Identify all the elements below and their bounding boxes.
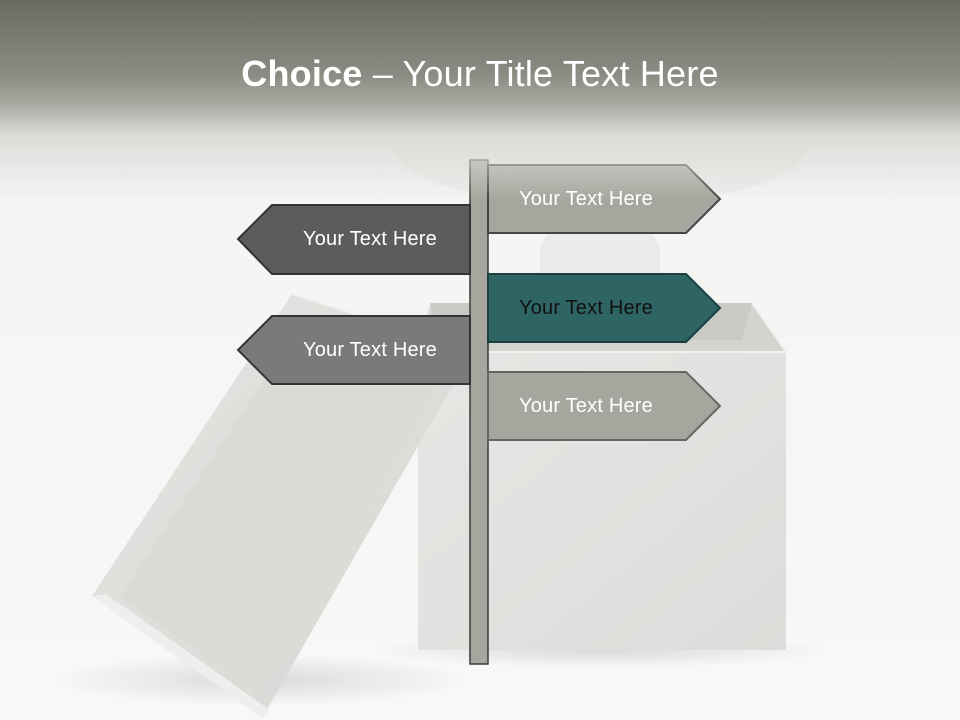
sign-2-label[interactable]: Your Text Here: [519, 297, 653, 319]
sign-1-label[interactable]: Your Text Here: [303, 228, 437, 250]
title-bold: Choice: [241, 53, 363, 94]
sign-3-label[interactable]: Your Text Here: [303, 339, 437, 361]
sign-4-arrow[interactable]: [487, 371, 722, 441]
sign-1-arrow[interactable]: [236, 204, 471, 275]
sign-3-arrow[interactable]: [236, 315, 471, 385]
lid-inner: [120, 318, 450, 692]
slide-title[interactable]: Choice – Your Title Text Here: [0, 50, 960, 98]
sign-4-label[interactable]: Your Text Here: [519, 395, 653, 417]
title-bar: [0, 0, 960, 200]
sign-0-label[interactable]: Your Text Here: [519, 188, 653, 210]
title-rest: – Your Title Text Here: [362, 53, 719, 94]
signpost-pole: [469, 159, 489, 665]
sign-2-arrow[interactable]: [487, 273, 722, 343]
